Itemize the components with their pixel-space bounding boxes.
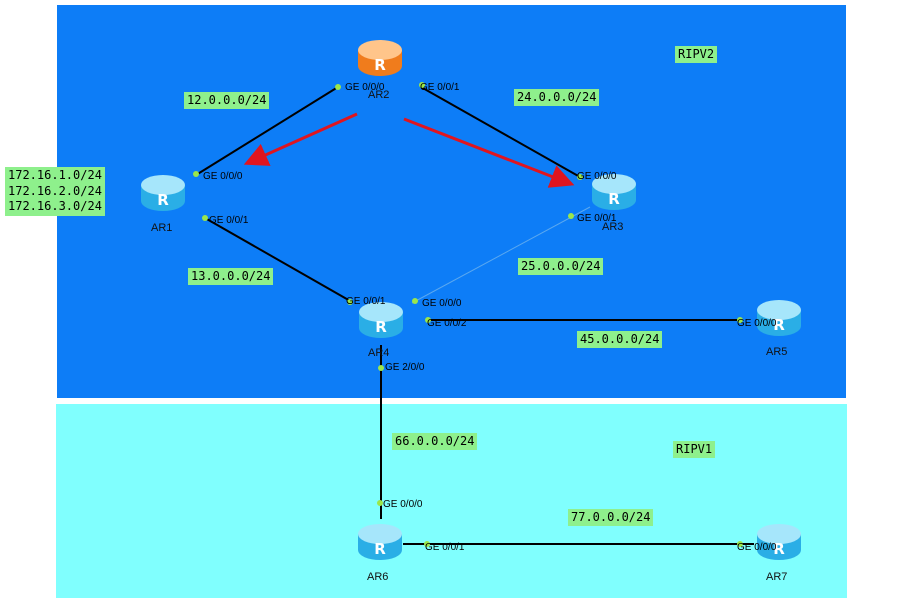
router-icon: R: [358, 524, 402, 560]
router-ar5[interactable]: R: [755, 296, 803, 340]
network-label-24: 24.0.0.0/24: [514, 89, 600, 106]
port-ar3-g001: GE 0/0/1: [577, 213, 617, 224]
svg-text:R: R: [773, 316, 785, 334]
port-ar1-g000: GE 0/0/0: [203, 171, 243, 182]
svg-text:R: R: [375, 318, 387, 336]
link-ar2-ar3: [420, 86, 581, 178]
router-ar5-label: AR5: [766, 346, 788, 358]
router-ar4-label: AR4: [368, 347, 390, 359]
port-ar6-g000: GE 0/0/0: [383, 499, 423, 510]
link-ar3-ar4: [411, 206, 591, 304]
router-ar2-label: AR2: [368, 89, 390, 101]
svg-text:R: R: [374, 56, 386, 74]
router-ar1-label: AR1: [151, 222, 173, 234]
port-dots: [193, 82, 743, 547]
link-ar1-ar4: [204, 217, 353, 303]
router-ar3-label: AR3: [602, 221, 624, 233]
loopback-network: 172.16.2.0/24: [8, 183, 102, 198]
ripv2-area: [57, 5, 846, 398]
svg-text:R: R: [608, 190, 620, 208]
port-ar4-g001: GE 0/0/1: [346, 296, 386, 307]
arrow-ar2-to-ar3: [403, 117, 575, 188]
router-ar2[interactable]: R: [356, 36, 404, 80]
port-ar5-g000: GE 0/0/0: [737, 318, 777, 329]
port-ar1-g001: GE 0/0/1: [209, 215, 249, 226]
port-ar4-g002: GE 0/0/2: [427, 318, 467, 329]
router-icon: R: [358, 40, 402, 76]
arrow-ar2-to-ar1: [243, 112, 358, 166]
svg-text:R: R: [773, 540, 785, 558]
ar1-loopback-networks: 172.16.1.0/24 172.16.2.0/24 172.16.3.0/2…: [5, 167, 105, 216]
port-ar4-g200: GE 2/0/0: [385, 362, 425, 373]
area-label-ripv2: RIPV2: [675, 46, 718, 63]
area-label-ripv1: RIPV1: [673, 441, 716, 458]
network-label-66: 66.0.0.0/24: [392, 433, 478, 450]
router-icon: R: [141, 175, 185, 211]
network-label-77: 77.0.0.0/24: [568, 509, 654, 526]
router-icon: R: [757, 300, 801, 336]
port-ar4-g000: GE 0/0/0: [422, 298, 462, 309]
router-ar3[interactable]: R: [590, 170, 638, 214]
svg-text:R: R: [157, 191, 169, 209]
router-ar7[interactable]: R: [755, 520, 803, 564]
port-ar2-g000: GE 0/0/0: [345, 82, 385, 93]
svg-text:R: R: [374, 540, 386, 558]
port-ar7-g000: GE 0/0/0: [737, 542, 777, 553]
router-ar4[interactable]: R: [357, 298, 405, 342]
network-label-25: 25.0.0.0/24: [518, 258, 604, 275]
network-label-13: 13.0.0.0/24: [188, 268, 274, 285]
port-ar6-g001: GE 0/0/1: [425, 542, 465, 553]
link-ar2-ar1: [195, 86, 339, 176]
router-icon: R: [359, 302, 403, 338]
port-ar3-g000: GE 0/0/0: [577, 171, 617, 182]
port-ar2-g001: GE 0/0/1: [420, 82, 460, 93]
router-icon: R: [757, 524, 801, 560]
router-icon: R: [592, 174, 636, 210]
loopback-network: 172.16.1.0/24: [8, 168, 102, 182]
router-ar6[interactable]: R: [356, 520, 404, 564]
loopback-network: 172.16.3.0/24: [8, 199, 102, 213]
router-ar1[interactable]: R: [139, 171, 187, 215]
router-ar7-label: AR7: [766, 571, 788, 583]
network-label-12: 12.0.0.0/24: [184, 92, 270, 109]
router-ar6-label: AR6: [367, 571, 389, 583]
network-label-45: 45.0.0.0/24: [577, 331, 663, 348]
